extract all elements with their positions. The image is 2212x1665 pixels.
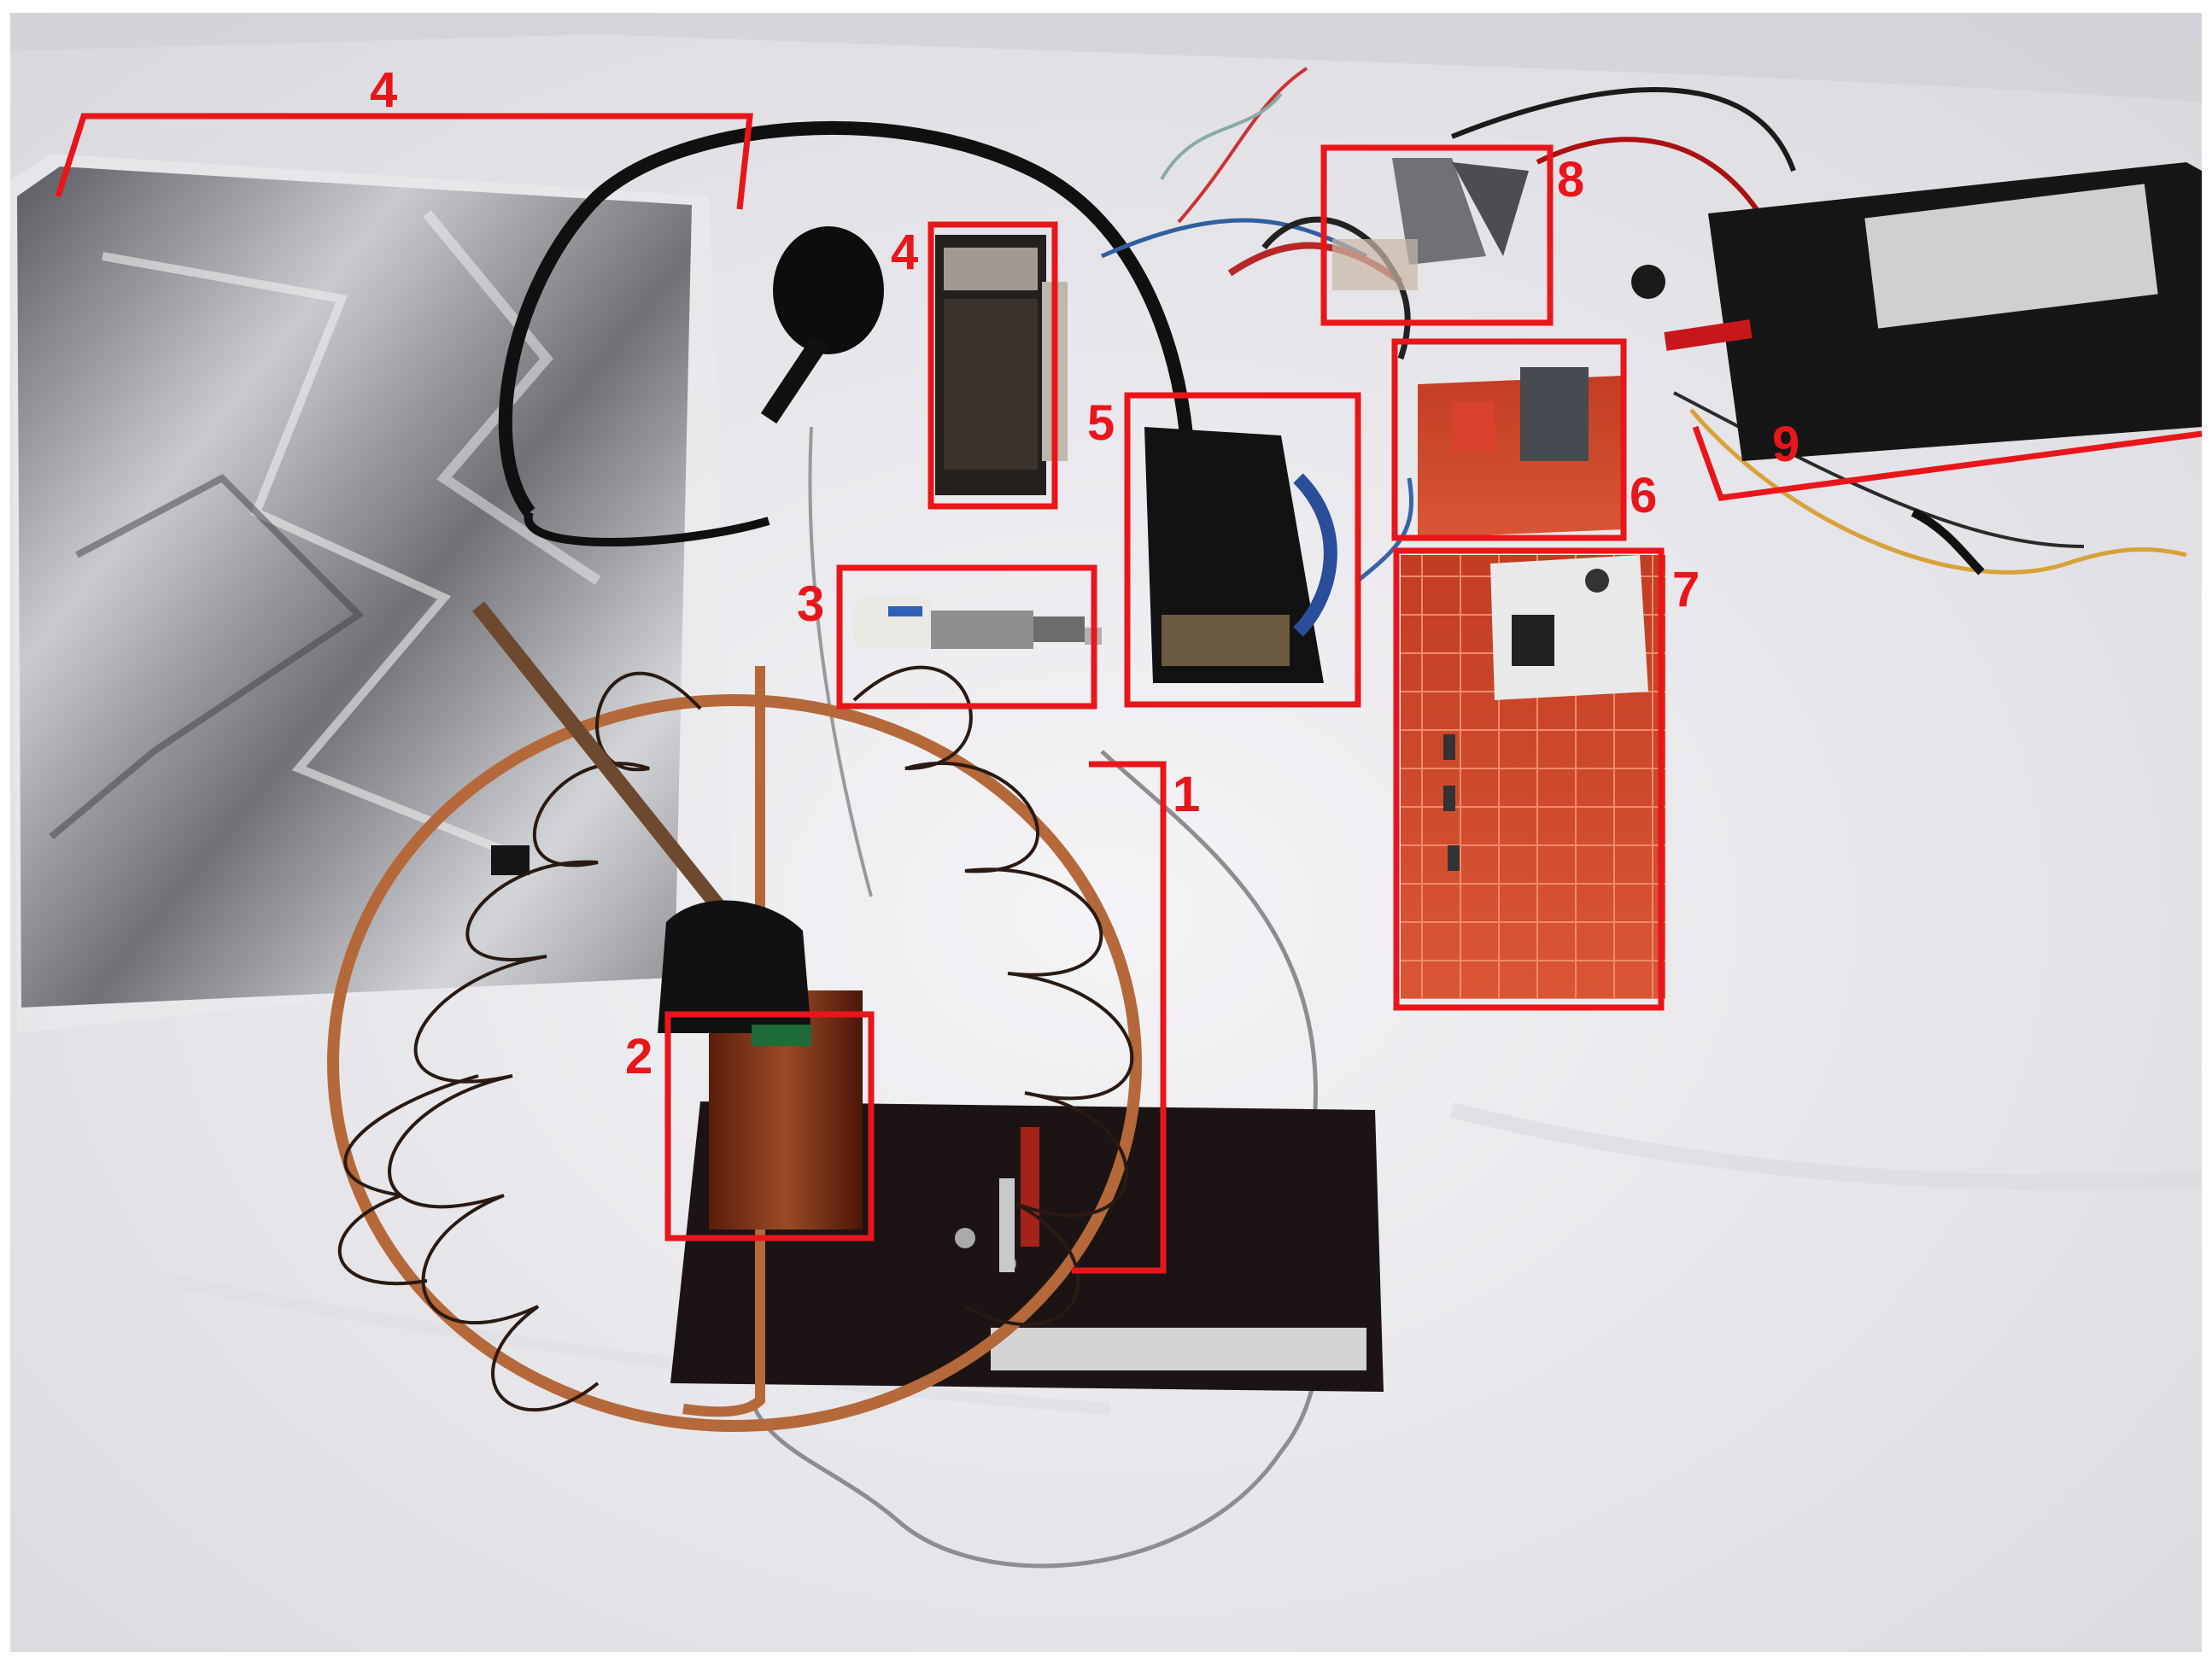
annotation-box-2 xyxy=(664,1011,875,1241)
rubber-cap xyxy=(760,226,884,424)
annotation-bracket-1 xyxy=(1072,761,1167,1274)
power-supply xyxy=(1631,162,2202,461)
annotation-label-6: 6 xyxy=(1630,468,1657,523)
small-transformer xyxy=(935,235,1068,495)
hv-cable xyxy=(498,120,1194,546)
annotation-box-8 xyxy=(1320,144,1554,326)
annotation-label-9: 9 xyxy=(1772,417,1799,472)
annotation-box-4 xyxy=(928,221,1058,510)
annotation-label-4-bracket: 4 xyxy=(370,62,397,118)
annotation-bracket-4 xyxy=(55,113,753,210)
annotation-label-1: 1 xyxy=(1173,767,1200,822)
annotation-box-5 xyxy=(1124,392,1361,708)
annotation-label-2: 2 xyxy=(625,1029,652,1084)
annotation-box-3 xyxy=(836,564,1097,710)
annotation-overlay xyxy=(55,113,2203,1274)
spark-plug xyxy=(854,598,1102,649)
annotation-box-7 xyxy=(1393,547,1665,1011)
secondary-coil xyxy=(471,601,863,1230)
flyback-transformer xyxy=(1144,427,1337,683)
annotation-label-5: 5 xyxy=(1087,395,1115,451)
driver-boards xyxy=(1401,367,1665,999)
annotation-label-4-box: 4 xyxy=(891,225,918,280)
annotation-label-7: 7 xyxy=(1672,562,1700,617)
heatsink-transistor xyxy=(1332,158,1529,290)
ground-wire xyxy=(749,426,1323,1569)
annotation-box-6 xyxy=(1391,338,1627,541)
annotation-bracket-9 xyxy=(1692,425,2203,501)
primary-coil xyxy=(327,665,1142,1432)
annotation-label-3: 3 xyxy=(797,576,824,632)
aluminium-foil-plate xyxy=(10,154,734,1033)
annotation-label-8: 8 xyxy=(1557,152,1584,207)
